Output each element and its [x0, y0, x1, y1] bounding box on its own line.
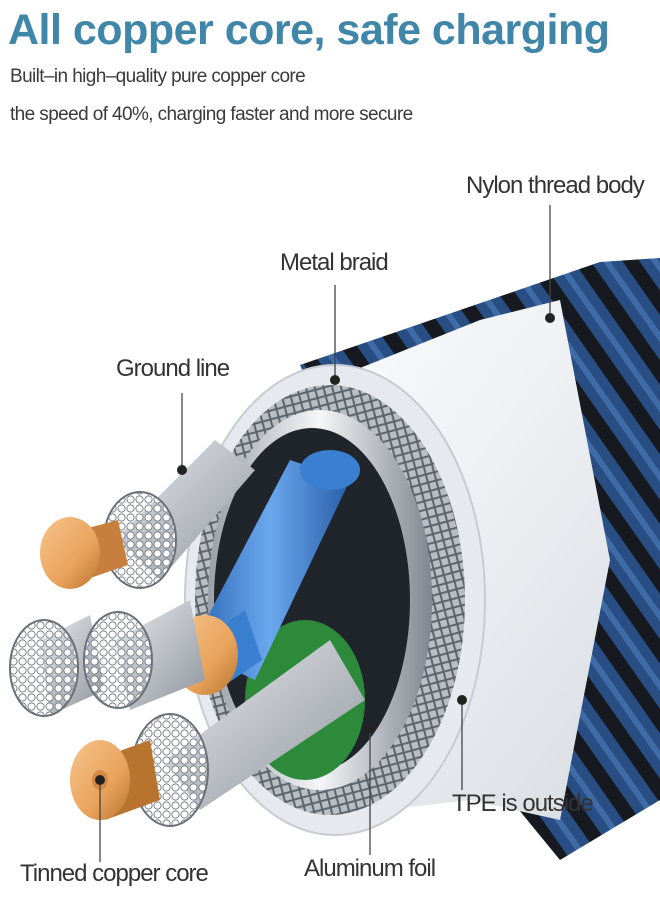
subtitle-line-1: Built–in high–quality pure copper core: [10, 66, 306, 87]
stranded-bundle-middle: [83, 611, 153, 709]
label-tpe-outside: TPE is outside: [452, 790, 594, 817]
stranded-bundle-left: [9, 619, 79, 717]
copper-conductor-top: [40, 517, 100, 589]
headline: All copper core, safe charging: [8, 6, 610, 54]
label-tinned-copper-core: Tinned copper core: [20, 860, 209, 887]
cable-cross-section-illustration: [9, 205, 660, 862]
label-ground-line: Ground line: [116, 355, 230, 382]
label-nylon-thread-body: Nylon thread body: [466, 172, 645, 199]
label-metal-braid: Metal braid: [280, 249, 389, 276]
label-aluminum-foil: Aluminum foil: [304, 855, 436, 882]
subtitle-line-2: the speed of 40%, charging faster and mo…: [10, 104, 413, 125]
